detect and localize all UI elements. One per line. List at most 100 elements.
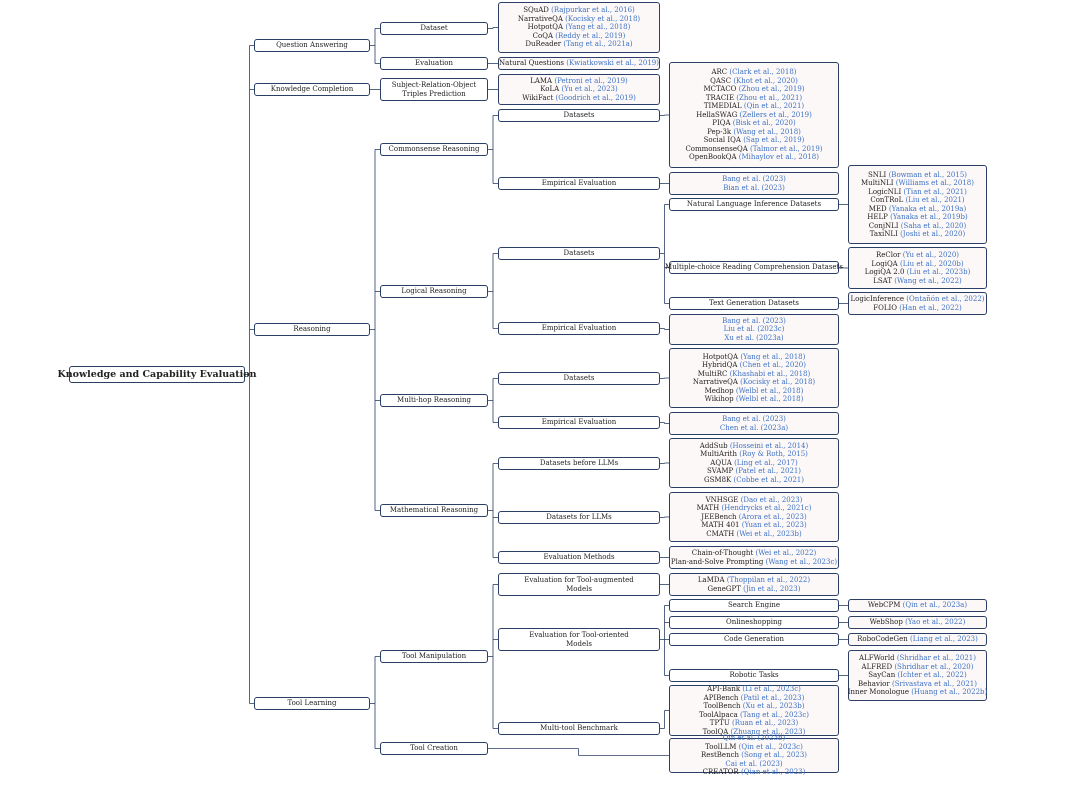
entry-name: TaxiNLI [869,230,898,238]
label: Code Generation [723,635,785,644]
entry-citation: (Bisk et al., 2020) [732,119,796,128]
entry-citation: (Chen et al., 2020) [739,361,806,369]
entry-citation: (Huang et al., 2022b) [911,688,988,697]
entry-name: SNLI [867,170,887,179]
leaf-entry: ToolLLM (Qin et al., 2023c) [705,743,803,752]
leaf-entry: Xu et al. (2023a) [724,334,783,343]
node-tool-creation: Tool Creation [380,742,488,755]
node-robotic-tasks: Robotic Tasks [669,669,839,682]
node-math-before: Datasets before LLMs [498,457,660,470]
leaf-entry: Plan-and-Solve Prompting (Wang et al., 2… [671,558,837,567]
leaf-entry: TIMEDIAL (Qin et al., 2021) [704,102,804,111]
leaf-entry: DuReader (Tang et al., 2021a) [525,40,632,49]
entry-citation: (Zhou et al., 2021) [736,93,803,102]
leaf-lg-empirical: Bang et al. (2023)Liu et al. (2023c)Xu e… [669,314,839,345]
entry-name: SayCan [868,671,896,680]
label: Evaluation [415,59,453,68]
label: Dataset [420,24,448,33]
leaf-entry: MultiNLI (Williams et al., 2018) [861,179,974,188]
entry-citation: (Khashabi et al., 2018) [729,369,811,378]
node-math-for: Datasets for LLMs [498,511,660,524]
label: Robotic Tasks [729,671,779,680]
entry-citation: Xu et al. (2023a) [724,333,784,342]
entry-citation: (Yu et al., 2020) [902,251,960,259]
entry-citation: (Wang et al., 2023c) [765,557,838,566]
node-cs-datasets: Datasets [498,109,660,122]
entry-citation: (Han et al., 2022) [899,303,962,312]
node-multihop-reasoning: Multi-hop Reasoning [380,394,488,407]
leaf-entry: HotpotQA (Yang et al., 2018) [528,23,631,32]
entry-citation: (Goodrich et al., 2019) [555,93,636,102]
entry-name: JEEBench [701,512,737,521]
leaf-entry: TaxiNLI (Joshi et al., 2020) [870,230,965,239]
entry-name: NarrativeQA [517,14,563,23]
label: Natural Language Inference Datasets [686,200,822,209]
entry-citation: (Ling et al., 2017) [734,458,798,467]
entry-citation: Bang et al. (2023) [722,175,786,183]
leaf-entry: API-Bank (Li et al., 2023c) [707,685,801,694]
leaf-entry: ARC (Clark et al., 2018) [711,68,796,77]
node-mcrc-datasets: Multiple-choice Reading Comprehension Da… [665,261,843,274]
entry-citation: (Patil et al., 2023) [740,693,805,702]
leaf-entry: CoQA (Reddy et al., 2019) [533,32,626,41]
leaf-entry: Wikihop (Welbl et al., 2018) [705,395,804,404]
leaf-textgen-datasets: LogicInference (Ontañón et al., 2022)FOL… [848,292,987,315]
entry-name: CommonsenseQA [685,144,748,153]
entry-name: HybridQA [702,361,738,369]
entry-name: ToolAlpaca [698,710,738,719]
entry-name: MATH [696,504,720,513]
leaf-entry: MED (Yanaka et al., 2019a) [869,205,966,214]
node-code-generation: Code Generation [669,633,839,646]
leaf-code-generation: RoboCodeGen (Liang et al., 2023) [848,633,987,646]
entry-name: Inner Monologue [847,688,909,697]
leaf-entry: AQUA (Ling et al., 2017) [710,459,797,468]
entry-name: Natural Questions [499,59,564,68]
entry-name: LSAT [873,276,893,285]
leaf-entry: OpenBookQA (Mihaylov et al., 2018) [689,153,819,162]
entry-citation: (Liu et al., 2021) [905,196,965,204]
leaf-cs-datasets: ARC (Clark et al., 2018)QASC (Khot et al… [669,62,839,168]
entry-citation: (Wei et al., 2023b) [736,529,802,538]
label: Tool Creation [410,744,458,753]
entry-name: MED [868,204,887,213]
entry-name: ToolBench [703,702,741,710]
entry-name: Social IQA [703,136,741,145]
leaf-onlineshopping: WebShop (Yao et al., 2022) [848,616,987,629]
entry-citation: (Kocisky et al., 2018) [565,14,641,23]
entry-name: Plan-and-Solve Prompting [670,557,764,566]
leaf-entry: CommonsenseQA (Talmor et al., 2019) [685,145,822,154]
entry-name: Chain-of-Thought [691,549,754,557]
entry-citation: (Qin et al., 2021) [743,102,805,111]
leaf-entry: GeneGPT (Jin et al., 2023) [708,585,801,594]
entry-name: CMATH [706,529,735,538]
leaf-mcrc-datasets: ReClor (Yu et al., 2020)LogiQA (Liu et a… [848,247,987,289]
entry-citation: (Sap et al., 2019) [743,136,805,145]
leaf-entry: APIBench (Patil et al., 2023) [704,694,805,703]
node-question-answering: Question Answering [254,39,370,52]
entry-name: MultiArith [700,450,738,459]
leaf-entry: ReClor (Yu et al., 2020) [876,251,959,260]
entry-citation: (Srivastava et al., 2021) [891,679,977,688]
leaf-entry: MATH 401 (Yuan et al., 2023) [701,521,806,530]
leaf-entry: Cai et al. (2023) [725,760,782,769]
leaf-qa-evaluation: Natural Questions (Kwiatkowski et al., 2… [498,57,660,70]
leaf-entry: HellaSWAG (Zellers et al., 2019) [696,111,812,120]
leaf-entry: SQuAD (Rajpurkar et al., 2016) [523,6,635,15]
node-search-engine: Search Engine [669,599,839,612]
label: Tool Manipulation [401,652,467,661]
node-sro-triples: Subject-Relation-Object Triples Predicti… [380,78,488,101]
label: Empirical Evaluation [541,418,617,427]
leaf-entry: LogiQA 2.0 (Liu et al., 2023b) [865,268,971,277]
root-node: Knowledge and Capability Evaluation [58,366,257,383]
node-mh-datasets: Datasets [498,372,660,385]
label: Empirical Evaluation [541,324,617,333]
entry-citation: (Liu et al., 2020b) [899,259,964,268]
node-nli-datasets: Natural Language Inference Datasets [669,198,839,211]
leaf-entry: RestBench (Song et al., 2023) [701,751,807,760]
entry-name: LogiQA [871,259,898,268]
entry-name: VNHSGE [705,495,739,504]
leaf-entry: Bang et al. (2023) [722,175,786,184]
entry-name: RestBench [700,751,740,760]
entry-name: FOLIO [873,303,897,312]
